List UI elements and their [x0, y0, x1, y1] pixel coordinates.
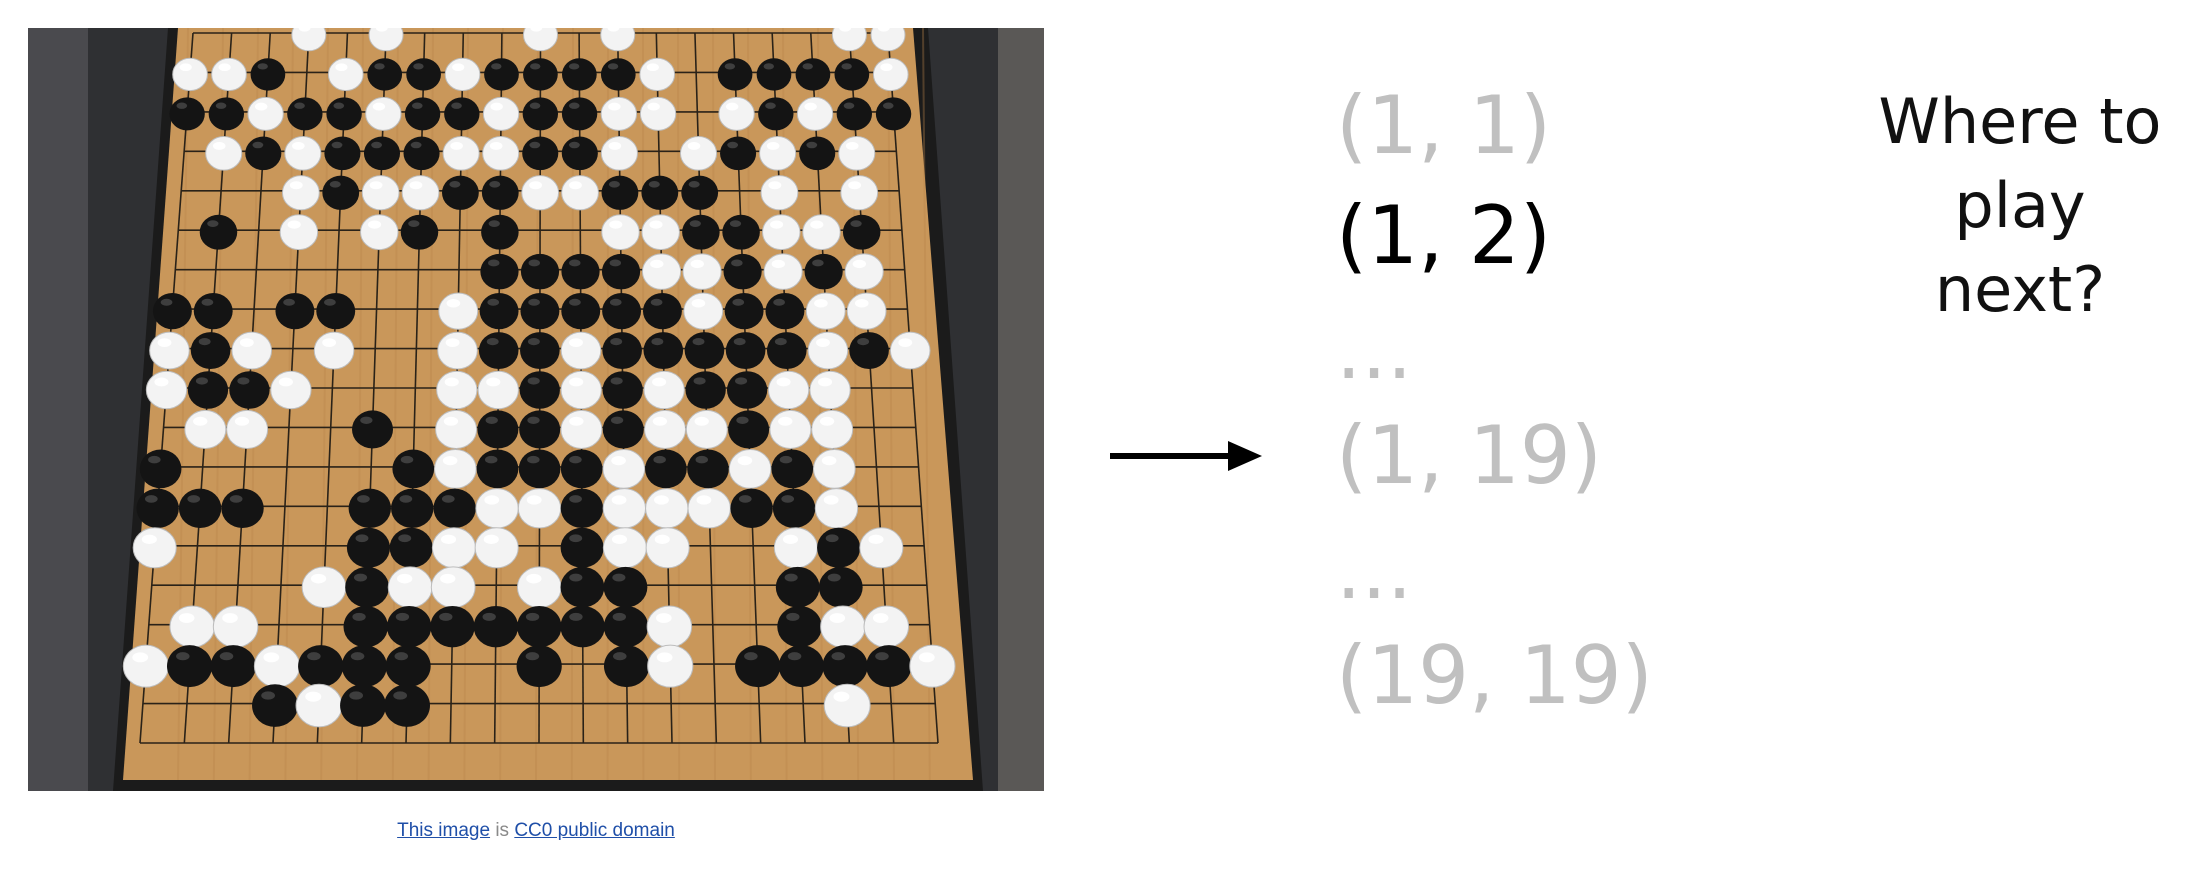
go-board-photo	[28, 28, 1044, 791]
question-line-1: Where to	[1878, 85, 2162, 158]
image-credit: This image is CC0 public domain	[0, 820, 1072, 842]
image-source-link[interactable]: This image	[397, 820, 491, 841]
go-board-image	[28, 28, 1044, 791]
question-text: Where to play next?	[1860, 80, 2180, 332]
move-option: (1, 1)	[1336, 79, 1552, 172]
move-option-selected: (1, 2)	[1336, 189, 1552, 282]
right-arrow-icon	[1110, 441, 1262, 471]
credit-separator: is	[490, 820, 515, 841]
question-line-2: play next?	[1934, 169, 2106, 326]
move-ellipsis: ...	[1336, 524, 1413, 617]
move-ellipsis: ...	[1336, 304, 1413, 397]
license-link[interactable]: CC0 public domain	[514, 820, 675, 841]
move-option: (19, 19)	[1336, 629, 1653, 722]
move-option: (1, 19)	[1336, 409, 1602, 502]
